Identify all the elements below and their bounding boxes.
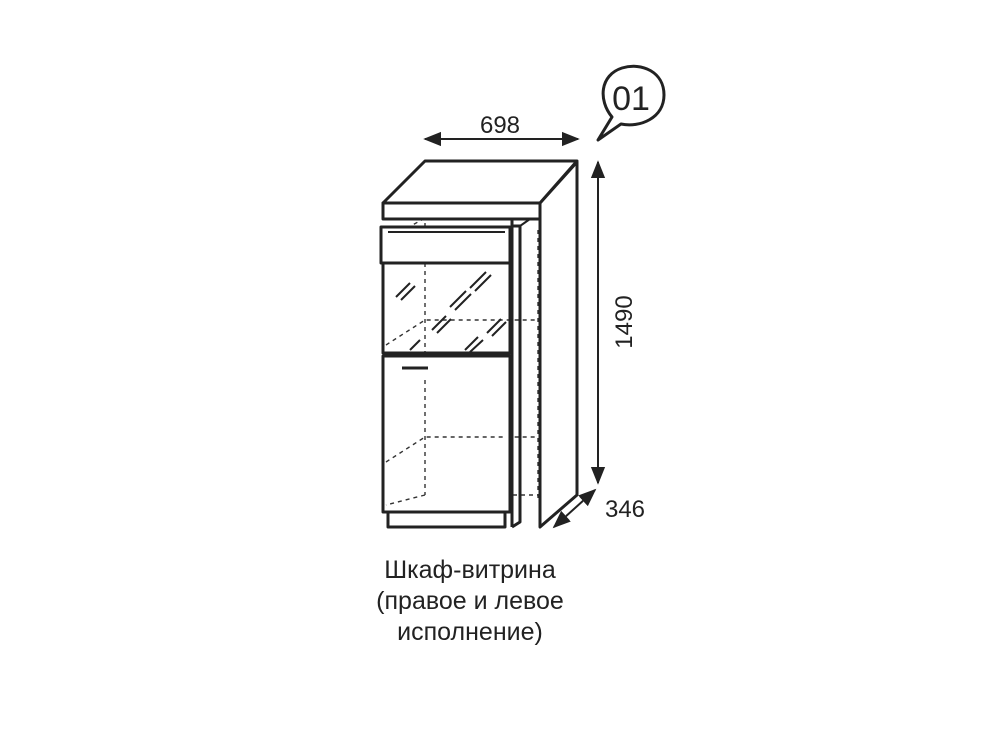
top-panel-front [381, 201, 542, 221]
item-number-callout: 01 [596, 64, 666, 142]
plinth [386, 510, 507, 529]
item-number: 01 [612, 80, 650, 118]
width-dimension: 698 [423, 112, 580, 147]
lower-door [381, 354, 512, 514]
front-frame-edge [510, 219, 522, 529]
caption-line-3: исполнение) [397, 618, 543, 646]
hidden-shelf-low [385, 436, 505, 463]
height-dimension: 1490 [590, 160, 638, 485]
cabinet [379, 159, 579, 529]
caption-line-1: Шкаф-витрина [384, 556, 556, 584]
caption: Шкаф-витрина (правое и левое исполнение) [300, 555, 640, 648]
frame-edge-top [519, 218, 531, 227]
hidden-base [385, 494, 426, 506]
depth-label: 346 [605, 496, 645, 523]
glass-reflection-marks [395, 271, 507, 353]
caption-line-2: (правое и левое [376, 587, 564, 615]
side-panel [538, 160, 579, 529]
depth-dimension: 346 [552, 488, 645, 529]
width-label: 698 [480, 112, 520, 139]
glass-door [381, 261, 512, 355]
height-label: 1490 [611, 295, 638, 348]
